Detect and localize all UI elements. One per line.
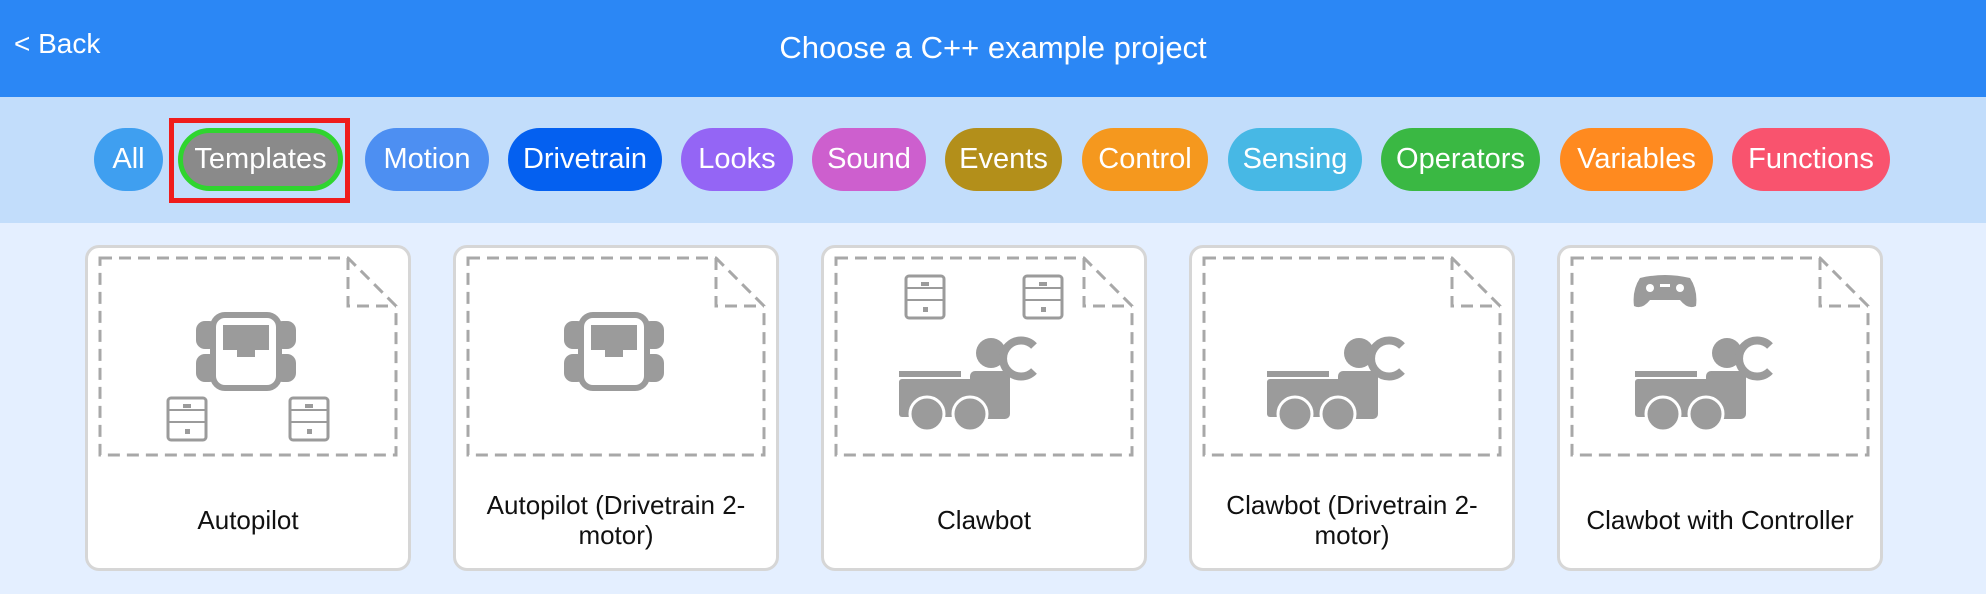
category-drivetrain[interactable]: Drivetrain (508, 128, 662, 191)
category-operators[interactable]: Operators (1381, 128, 1540, 191)
category-filter-bar: All Templates Motion Drivetrain Looks So… (0, 97, 1986, 223)
project-list: Autopilot Autopilot (Drivetrain 2-motor) (0, 223, 1986, 594)
category-events[interactable]: Events (945, 128, 1062, 191)
project-card-label: Autopilot (Drivetrain 2-motor) (486, 490, 746, 550)
robot-brain-icon (564, 312, 664, 391)
category-variables[interactable]: Variables (1560, 128, 1713, 191)
project-card-clawbot-2motor[interactable]: Clawbot (Drivetrain 2-motor) (1189, 245, 1515, 571)
back-button[interactable]: < Back (14, 28, 101, 59)
autopilot-art (98, 256, 398, 457)
project-card-clawbot[interactable]: Clawbot (821, 245, 1147, 571)
category-functions[interactable]: Functions (1732, 128, 1890, 191)
clawbot-icon (899, 336, 1037, 433)
sensor-icon (166, 396, 208, 442)
sensor-icon (1022, 274, 1064, 320)
robot-brain-icon (196, 312, 296, 391)
clawbot-controller-art (1570, 256, 1870, 457)
sensor-icon (288, 396, 330, 442)
project-card-autopilot[interactable]: Autopilot (85, 245, 411, 571)
project-card-clawbot-controller[interactable]: Clawbot with Controller (1557, 245, 1883, 571)
project-card-label: Autopilot (197, 505, 299, 535)
page-title: Choose a C++ example project (779, 30, 1207, 65)
project-card-label: Clawbot (Drivetrain 2-motor) (1226, 490, 1478, 550)
clawbot-2motor-art (1202, 256, 1502, 457)
project-card-label: Clawbot with Controller (1586, 505, 1854, 535)
controller-icon (1633, 275, 1697, 308)
sensor-icon (904, 274, 946, 320)
project-card-label: Clawbot (937, 505, 1031, 535)
category-all[interactable]: All (94, 128, 163, 191)
project-card-autopilot-2motor[interactable]: Autopilot (Drivetrain 2-motor) (453, 245, 779, 571)
category-templates[interactable]: Templates (178, 128, 343, 191)
category-looks[interactable]: Looks (681, 128, 793, 191)
clawbot-art (834, 256, 1134, 457)
category-sensing[interactable]: Sensing (1228, 128, 1362, 191)
category-control[interactable]: Control (1082, 128, 1208, 191)
clawbot-icon (1635, 336, 1773, 433)
header-bar: < Back Choose a C++ example project (0, 0, 1986, 97)
category-sound[interactable]: Sound (812, 128, 926, 191)
category-motion[interactable]: Motion (365, 128, 489, 191)
clawbot-icon (1267, 336, 1405, 433)
autopilot-2motor-art (466, 256, 766, 457)
